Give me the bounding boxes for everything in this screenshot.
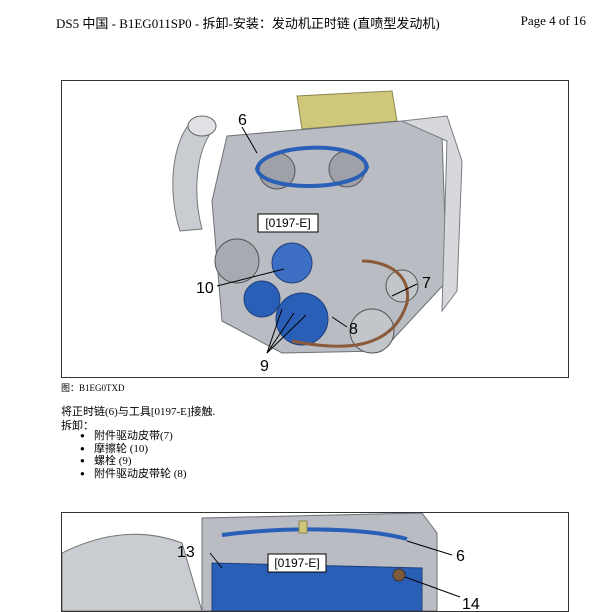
timing-chain-shape (254, 145, 370, 189)
timing-cover-shape (211, 562, 423, 611)
pulley-left (214, 238, 260, 284)
leader-8 (331, 316, 348, 328)
engine-side-shape (400, 115, 463, 313)
tool-label-box (257, 213, 319, 233)
leader-10 (216, 268, 285, 287)
accessory-pulley (349, 308, 395, 354)
pipe-shape (62, 533, 203, 611)
instruction-text: 将正时链(6)与工具[0197-E]接触. (61, 406, 216, 418)
list-item: 螺栓 (9) (80, 455, 187, 468)
callout-9: 9 (260, 358, 269, 375)
header-title: DS5 中国 - B1EG011SP0 - 拆卸-安装：发动机正时链 (直喷型发… (56, 16, 440, 31)
removal-steps-list: 附件驱动皮带(7) 摩擦轮 (10) 螺栓 (9) 附件驱动皮带轮 (8) (80, 430, 187, 480)
leader-6 (241, 126, 258, 154)
tensioner-blue (243, 280, 281, 318)
leader-14 (404, 576, 461, 598)
callout-6b: 6 (456, 548, 465, 565)
callout-14: 14 (462, 596, 480, 611)
callout-8: 8 (349, 321, 358, 338)
list-item: 摩擦轮 (10) (80, 443, 187, 456)
tool-label-text-2: [0197-E] (274, 556, 319, 570)
engine-illustration: [0197-E] 6 10 7 8 9 (172, 90, 463, 375)
bolt-14-shape (392, 568, 406, 582)
callout-7: 7 (422, 275, 431, 292)
removal-label: 拆卸： (61, 420, 94, 432)
callout-10: 10 (196, 280, 214, 297)
engine-block-shape (211, 120, 448, 354)
figure-engine-timing-chain: [0197-E] 6 10 7 8 9 (61, 80, 569, 378)
intake-pipe-mouth (187, 115, 217, 137)
list-item: 附件驱动皮带轮 (8) (80, 468, 187, 481)
list-item: 附件驱动皮带(7) (80, 430, 187, 443)
figure-caption: 图：B1EG0TXD (61, 383, 125, 393)
leader-6b (406, 540, 453, 556)
tool-label-text: [0197-E] (265, 216, 310, 230)
callout-13: 13 (177, 544, 195, 561)
accessory-belt-shape (291, 259, 409, 348)
leader-9b (266, 312, 295, 354)
figure-engine-cover: [0197-E] 13 6 14 (61, 512, 569, 612)
idler-pulley (385, 269, 419, 303)
callout-6: 6 (238, 112, 247, 129)
leader-13 (209, 552, 223, 569)
leader-7 (391, 283, 418, 297)
engine-cover-illustration: [0197-E] 13 6 14 (62, 513, 480, 611)
leader-9c (266, 314, 307, 354)
tool-pin-shape (298, 520, 308, 534)
page-number: Page 4 of 16 (520, 13, 586, 28)
intake-pipe-shape (172, 120, 213, 232)
leader-9a (266, 308, 283, 354)
timing-chain-2-shape (221, 527, 408, 541)
friction-wheel (271, 242, 313, 284)
tool-label-box-2 (267, 553, 327, 573)
